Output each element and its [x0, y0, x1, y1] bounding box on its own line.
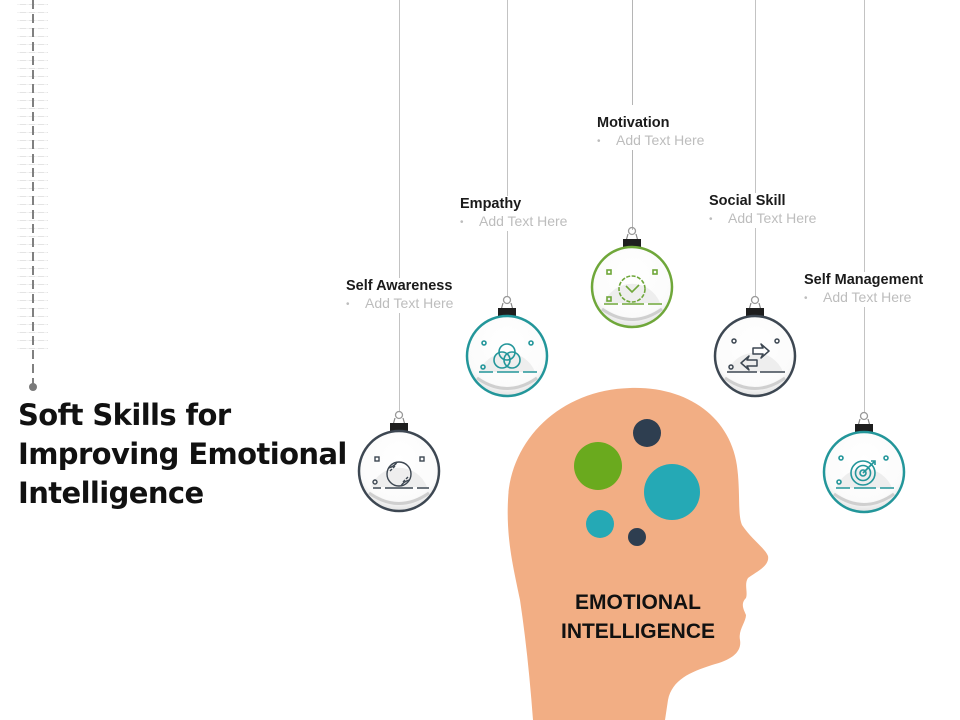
bullet-icon: •: [709, 214, 713, 225]
hanging-string-social-skill: [755, 0, 756, 297]
hanging-string-empathy: [507, 0, 508, 297]
emotional-intelligence-label: EMOTIONAL INTELLIGENCE: [540, 588, 736, 646]
decorative-dashed-line-end-dot: [29, 383, 37, 391]
bullet-icon: •: [597, 136, 601, 147]
exchange-arrows-icon: [727, 338, 785, 373]
bullet-icon: •: [460, 217, 464, 228]
overlapping-circles-icon: [479, 340, 537, 373]
label-placeholder-text[interactable]: Add Text Here: [479, 213, 568, 229]
head-bubble-teal-large: [644, 464, 700, 520]
label-motivation: Motivation • Add Text Here: [597, 115, 704, 150]
bullet-icon: •: [804, 293, 808, 304]
head-bubble-navy-large: [633, 419, 661, 447]
bullet-icon: •: [346, 299, 350, 310]
label-self-management: Self Management • Add Text Here: [804, 272, 924, 307]
hanging-string-self-awareness: [399, 0, 400, 412]
ornament-self-awareness[interactable]: [357, 408, 441, 516]
label-placeholder-text[interactable]: Add Text Here: [728, 210, 817, 226]
slide-title-line-3: Intelligence: [18, 476, 204, 510]
label-self-awareness: Self Awareness • Add Text Here: [346, 278, 454, 313]
label-title: Empathy: [460, 196, 522, 212]
slide-title-line-2: Improving Emotional: [18, 437, 347, 471]
head-bubble-green: [574, 442, 622, 490]
label-placeholder-text[interactable]: Add Text Here: [365, 295, 454, 311]
head-bubble-teal-small: [586, 510, 614, 538]
clock-icon: [604, 269, 662, 305]
ornament-self-management[interactable]: [822, 409, 906, 517]
hanging-string-motivation: [632, 150, 633, 230]
head-bubble-navy-small: [628, 528, 646, 546]
label-social-skill: Social Skill • Add Text Here: [709, 193, 817, 228]
emotional-intelligence-line-1: EMOTIONAL: [575, 591, 701, 614]
ornament-empathy[interactable]: [465, 293, 549, 401]
label-title: Motivation: [597, 115, 670, 131]
decorative-dashed-line: [32, 0, 34, 384]
hanging-string-self-management: [864, 0, 865, 413]
slide-title: Soft Skills for Improving Emotional Inte…: [18, 396, 347, 513]
hanging-string-motivation-top: [632, 0, 633, 105]
label-title: Social Skill: [709, 193, 786, 209]
label-placeholder-text[interactable]: Add Text Here: [616, 132, 705, 148]
label-empathy: Empathy • Add Text Here: [460, 196, 568, 231]
baseball-icon: [372, 456, 429, 489]
ornament-motivation[interactable]: [590, 224, 674, 332]
label-title: Self Management: [804, 272, 924, 288]
ornament-social-skill[interactable]: [713, 293, 797, 401]
label-placeholder-text[interactable]: Add Text Here: [823, 289, 912, 305]
target-icon: [836, 455, 894, 489]
label-title: Self Awareness: [346, 278, 453, 294]
emotional-intelligence-line-2: INTELLIGENCE: [560, 620, 715, 643]
slide-title-line-1: Soft Skills for: [18, 398, 231, 432]
